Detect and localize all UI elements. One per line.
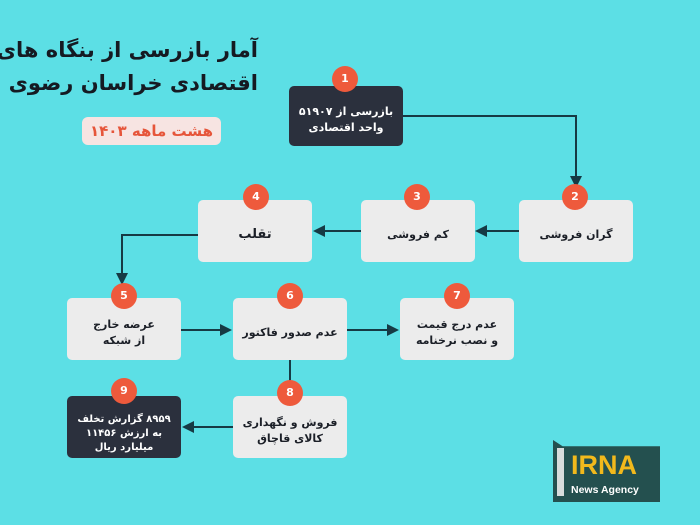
step-box-8: فروش و نگهداری کالای قاچاق <box>233 396 347 458</box>
period-badge: هشت ماهه ۱۴۰۳ <box>82 117 222 145</box>
irna-logo: IRNA News Agency <box>553 440 660 502</box>
step-box-4: تقلب <box>198 200 312 262</box>
step-box-9: ۸۹۵۹ گزارش تخلف به ارزش ۱۱۴۵۶ میلیارد ری… <box>67 396 181 458</box>
step-badge-8: 8 <box>277 380 303 406</box>
step-box-1: بازرسی از ۵۱۹۰۷ واحد اقتصادی <box>289 86 403 146</box>
arrow-4-to-5 <box>116 234 198 285</box>
arrow-1-to-2 <box>402 115 582 188</box>
step-badge-5: 5 <box>111 283 137 309</box>
logo-name: IRNA <box>571 450 637 480</box>
page-title: آمار بازرسی از بنگاه های اقتصادی خراسان … <box>0 38 258 95</box>
step-box-3: کم فروشی <box>361 200 475 262</box>
step-badge-1: 1 <box>332 66 358 92</box>
step-badge-4: 4 <box>243 184 269 210</box>
step-badge-7: 7 <box>444 283 470 309</box>
step-badge-6: 6 <box>277 283 303 309</box>
step-box-2: گران فروشی <box>519 200 633 262</box>
logo-tagline: News Agency <box>571 484 639 496</box>
step-badge-3: 3 <box>404 184 430 210</box>
logo-bar <box>557 448 564 496</box>
step-badge-2: 2 <box>562 184 588 210</box>
logo-background <box>553 440 660 502</box>
step-badge-9: 9 <box>111 378 137 404</box>
